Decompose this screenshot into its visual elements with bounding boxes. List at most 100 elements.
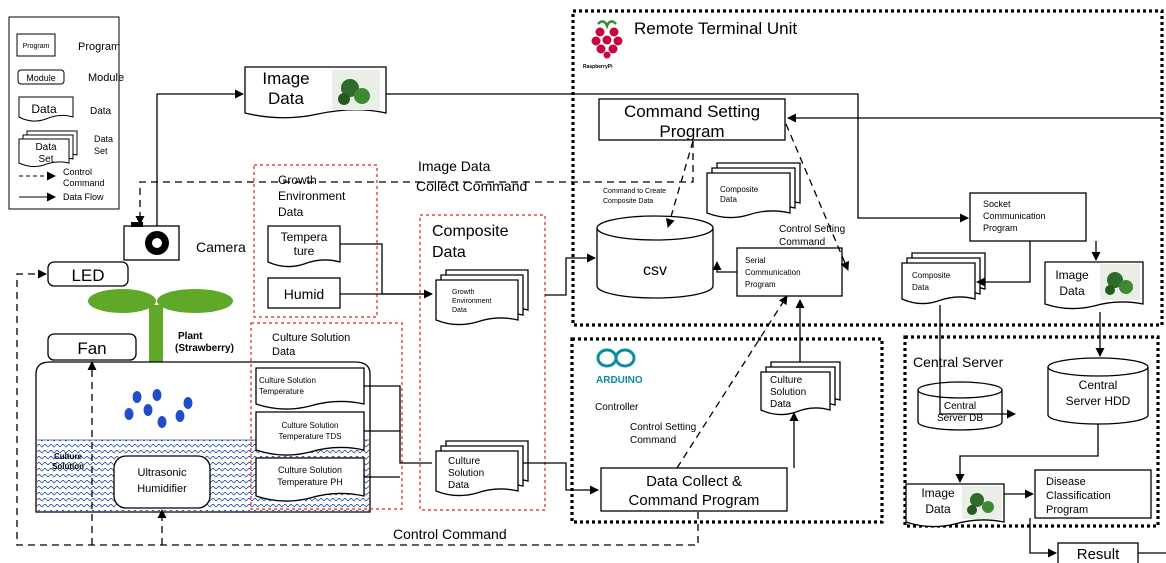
legend-data-box-label: Data: [31, 102, 57, 116]
legend-dataset-box-label-2: Set: [38, 154, 53, 165]
socket-label-2: Communication: [983, 211, 1046, 221]
growth-title-1: Growth: [278, 173, 317, 187]
composite-culture-label-2: Solution: [448, 468, 484, 479]
control-command-lines: [16, 123, 850, 546]
composite-growth-dataset: Growth Environment Data: [435, 269, 529, 326]
plant-icon: [88, 289, 233, 362]
cmd-create-label-1: Command to Create: [603, 188, 666, 195]
temperature-label-2: ture: [294, 244, 315, 258]
rtu-image-label-2: Data: [1059, 284, 1085, 298]
culture-temp-label-1: Culture Solution: [259, 376, 316, 385]
rtu-composite-label-1: Composite: [720, 185, 759, 194]
culture-tds-label-1: Culture Solution: [282, 421, 339, 430]
temperature-data: Tempera ture: [267, 225, 341, 268]
arduino-logo-text: ARDUINO: [596, 375, 643, 386]
data-collect-command-program: Data Collect & Command Program: [600, 467, 788, 512]
rtu-image-data: Image Data: [1044, 261, 1144, 310]
arduino-culture-label-1: Culture: [770, 375, 803, 386]
humid-label: Humid: [284, 286, 324, 302]
composite-growth-label-2: Environment: [452, 298, 491, 305]
arduino-controller-box: [570, 337, 884, 524]
culture-tds-label-2: Temperature TDS: [279, 432, 342, 441]
central-db-label-1: Central: [944, 401, 976, 412]
central-db-label-2: Server DB: [937, 413, 983, 424]
temperature-label-1: Tempera: [281, 230, 328, 244]
rtu-composite-label-2: Data: [720, 195, 737, 204]
culture-ph-label-2: Temperature PH: [277, 477, 343, 487]
legend-data-label: Data: [90, 106, 112, 117]
culture-solution-label-1: Culture: [54, 452, 83, 461]
composite-group-title-2: Data: [432, 244, 466, 261]
legend-module-box-label: Module: [26, 73, 56, 83]
camera-icon: [123, 222, 180, 261]
central-server-db: Central Server DB: [917, 381, 1003, 431]
culture-ph-label-1: Culture Solution: [278, 465, 342, 475]
disease-classification-program: Disease Classification Program: [1034, 469, 1152, 519]
control-command-label: Control Command: [393, 526, 507, 542]
csv-database: csv: [596, 215, 714, 299]
central-server-title: Central Server: [913, 354, 1004, 370]
rtu-composite-dataset: Composite Data: [706, 162, 801, 219]
central-image-data: Image Data: [905, 483, 1005, 528]
culture-ph-data: Culture Solution Temperature PH: [255, 457, 365, 502]
legend-control-label-1: Control: [63, 167, 92, 177]
result-output: Result: [1057, 542, 1139, 563]
plant-label-1: Plant: [178, 331, 203, 342]
composite-culture-label-3: Data: [448, 480, 470, 491]
composite-culture-dataset: Culture Solution Data: [435, 440, 529, 497]
command-setting-label-1: Command Setting: [624, 102, 760, 121]
legend-control-label-2: Command: [63, 178, 105, 188]
legend-data-shape: [18, 96, 74, 122]
rtu-control-setting-label-2: Command: [779, 237, 825, 248]
legend-program-box-label: Program: [23, 43, 50, 50]
disease-label-1: Disease: [1046, 476, 1086, 488]
legend: Program Program Module Module Data Data …: [8, 16, 124, 210]
data-flow-lines: [156, 89, 1166, 558]
rtu-title: Remote Terminal Unit: [634, 19, 797, 38]
command-setting-program: Command Setting Program: [598, 98, 786, 141]
rtu-composite-out-label-2: Data: [912, 283, 929, 292]
ultrasonic-humidifier: Ultrasonic Humidifier: [113, 455, 211, 509]
cmd-create-label-2: Composite Data: [603, 198, 653, 205]
arduino-culture-label-3: Data: [770, 399, 792, 410]
central-server-box: [903, 335, 1160, 528]
composite-growth-label-1: Growth: [452, 289, 475, 296]
humid-data: Humid: [267, 277, 341, 309]
culture-group-title-1: Culture Solution: [272, 332, 350, 344]
central-image-label-2: Data: [925, 502, 951, 516]
collect-label-1: Data Collect &: [646, 473, 742, 490]
central-server-hdd: Central Server HDD: [1047, 357, 1149, 425]
csv-label: csv: [643, 262, 667, 279]
serial-label-1: Serial: [745, 256, 766, 265]
image-collect-label-1: Image Data: [418, 158, 491, 174]
serial-communication-program: Serial Communication Program: [736, 247, 843, 297]
central-hdd-label-1: Central: [1079, 378, 1118, 392]
composite-culture-label-1: Culture: [448, 456, 481, 467]
rtu-control-setting-label-1: Control Setting: [779, 224, 845, 235]
arduino-control-setting-label-2: Command: [630, 435, 676, 446]
collect-label-2: Command Program: [629, 492, 760, 509]
fan-label: Fan: [77, 339, 106, 358]
legend-module-shape: [17, 69, 65, 85]
composite-group-title-1: Composite: [432, 223, 509, 240]
controller-label: Controller: [595, 402, 639, 413]
culture-temp-label-2: Temperature: [259, 387, 304, 396]
socket-communication-program: Socket Communication Program: [969, 192, 1087, 242]
humidifier-label-2: Humidifier: [137, 483, 187, 495]
growth-title-3: Data: [278, 205, 304, 219]
serial-label-3: Program: [745, 280, 776, 289]
camera-label: Camera: [196, 239, 246, 255]
rtu-image-label-1: Image: [1055, 268, 1089, 282]
arduino-control-setting-label-1: Control Setting: [630, 422, 696, 433]
led-label: LED: [71, 266, 104, 285]
raspberry-pi-logo-text: RaspberryPi: [583, 64, 613, 70]
rtu-composite-out-dataset: Composite Data: [901, 252, 986, 305]
image-data-top-label-1: Image: [262, 69, 309, 88]
culture-group-title-2: Data: [272, 346, 296, 358]
arduino-culture-label-2: Solution: [770, 387, 806, 398]
disease-label-2: Classification: [1046, 490, 1111, 502]
image-collect-label-2: Collect Command: [416, 178, 527, 194]
command-setting-label-2: Program: [659, 122, 724, 141]
led-module: LED: [47, 261, 129, 287]
